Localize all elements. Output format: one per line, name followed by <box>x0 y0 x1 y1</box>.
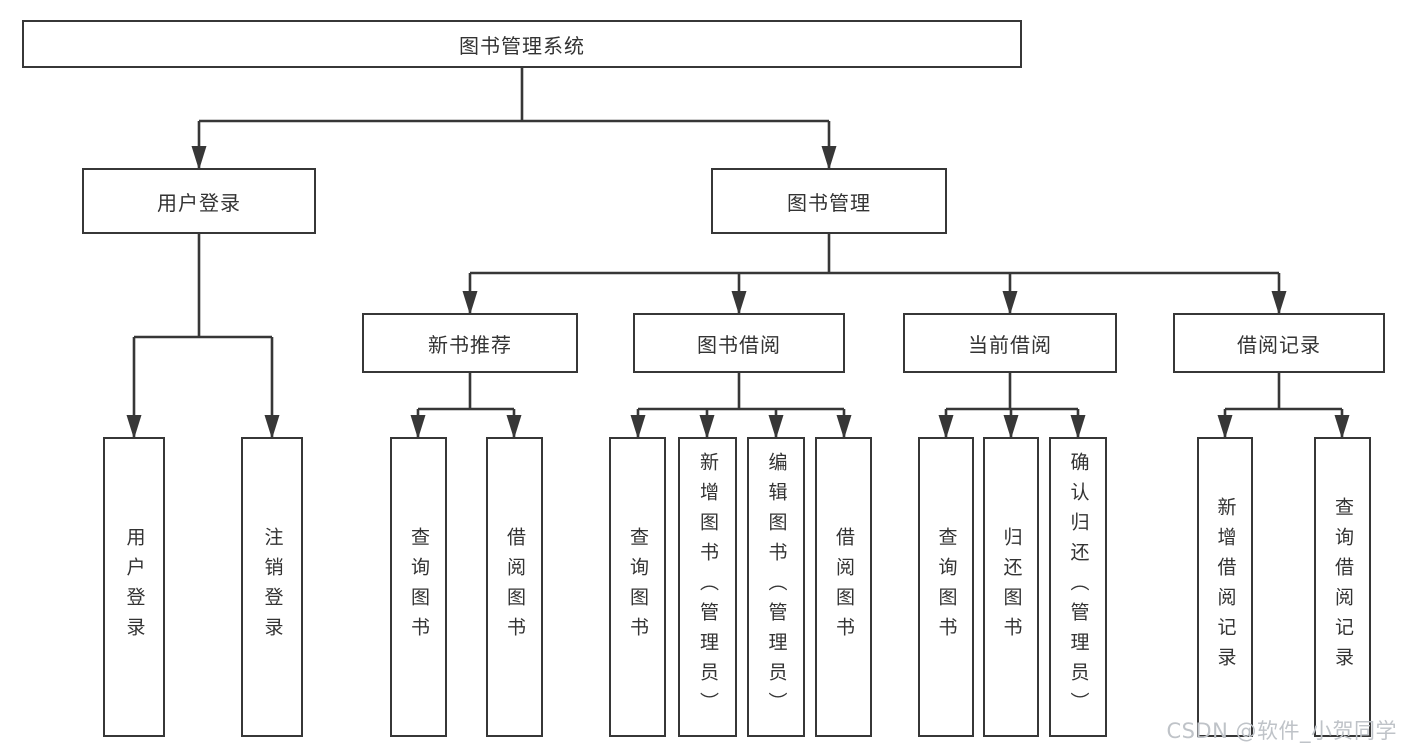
node-new-book-recommend: 新书推荐 <box>362 313 578 373</box>
leaf-add-book-admin: 新增图书（管理员） <box>678 437 737 737</box>
leaf-return-books: 归还图书 <box>983 437 1039 737</box>
leaf-borrow-books-borrowing: 借阅图书 <box>815 437 872 737</box>
csdn-watermark: CSDN @软件_小贺同学 <box>1166 719 1397 743</box>
leaf-query-books-borrowing: 查询图书 <box>609 437 666 737</box>
node-book-borrowing: 图书借阅 <box>633 313 845 373</box>
node-library-system: 图书管理系统 <box>22 20 1022 68</box>
leaf-query-books-recommend: 查询图书 <box>390 437 447 737</box>
node-book-management: 图书管理 <box>711 168 947 234</box>
leaf-logout: 注销登录 <box>241 437 303 737</box>
leaf-edit-book-admin: 编辑图书（管理员） <box>747 437 805 737</box>
leaf-borrow-books-recommend: 借阅图书 <box>486 437 543 737</box>
leaf-query-borrow-record: 查询借阅记录 <box>1314 437 1371 737</box>
node-user-login: 用户登录 <box>82 168 316 234</box>
leaf-add-borrow-record: 新增借阅记录 <box>1197 437 1253 737</box>
leaf-query-books-current: 查询图书 <box>918 437 974 737</box>
node-current-borrowing: 当前借阅 <box>903 313 1117 373</box>
leaf-user-login: 用户登录 <box>103 437 165 737</box>
node-borrowing-records: 借阅记录 <box>1173 313 1385 373</box>
leaf-confirm-return-admin: 确认归还（管理员） <box>1049 437 1107 737</box>
